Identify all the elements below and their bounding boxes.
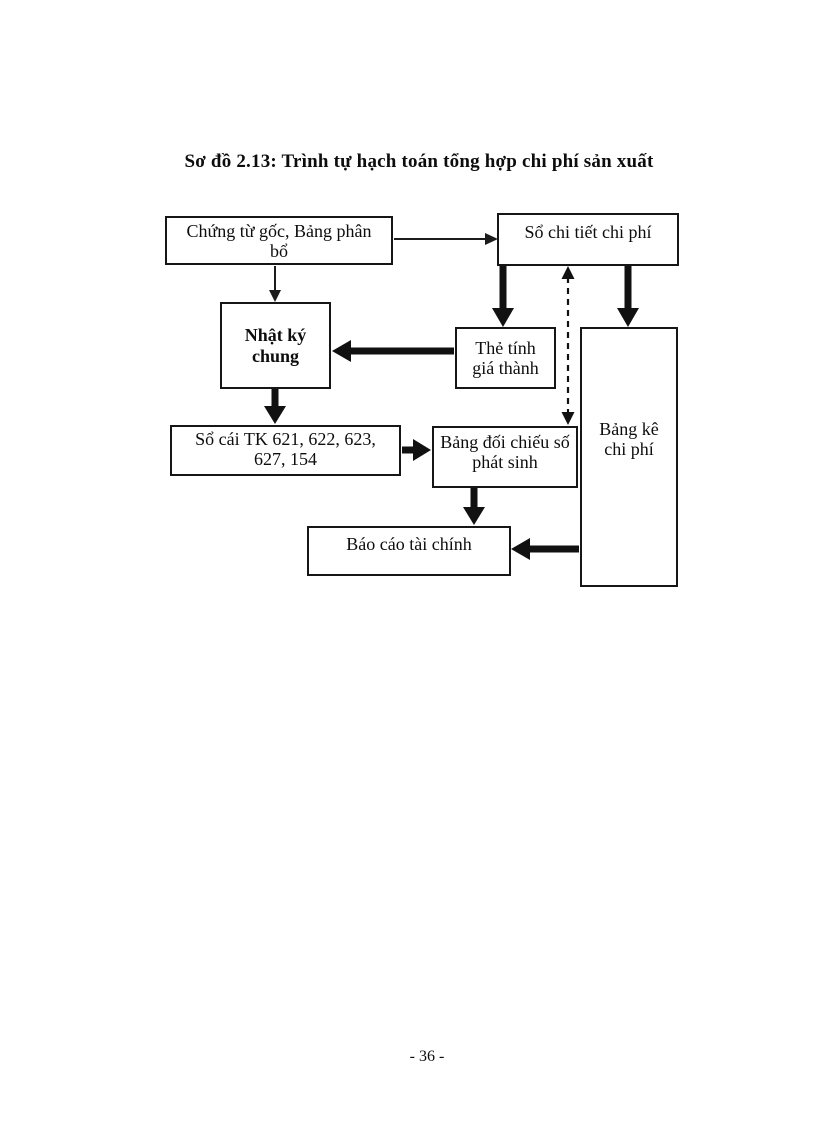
diagram-title: Sơ đồ 2.13: Trình tự hạch toán tổng hợp … [184, 151, 654, 172]
node-cost-calculation-card: Thẻ tính giá thành [455, 327, 556, 389]
arrow-thetinh-to-nhatky [332, 340, 454, 362]
arrow-socai-to-bangdoichieu [402, 439, 431, 461]
arrow-dashed-sochitiet-bangdoichieu [561, 266, 575, 425]
node-source-documents: Chứng từ gốc, Bảng phân bổ [165, 216, 393, 265]
node-trial-balance: Bảng đối chiếu số phát sinh [432, 426, 578, 488]
node-general-journal: Nhật ký chung [220, 302, 331, 389]
arrow-nhatky-to-socai [264, 389, 286, 424]
arrow-sochitiet-to-bangke [617, 266, 639, 327]
arrow-bangke-to-baocao [511, 538, 579, 560]
node-general-ledger-accounts: Sổ cái TK 621, 622, 623, 627, 154 [170, 425, 401, 476]
page-number: - 36 - [409, 1048, 445, 1065]
node-financial-statements: Báo cáo tài chính [307, 526, 511, 576]
arrow-chungtu-to-nhatky [269, 266, 281, 302]
arrow-sochitiet-to-thetinh [492, 266, 514, 327]
node-cost-listing-table: Bảng kê chi phí [580, 327, 678, 587]
node-detail-cost-ledger: Sổ chi tiết chi phí [497, 213, 679, 266]
arrow-chungtu-to-sochitiet [394, 233, 498, 245]
arrow-bangdoichieu-to-baocao [463, 488, 485, 525]
